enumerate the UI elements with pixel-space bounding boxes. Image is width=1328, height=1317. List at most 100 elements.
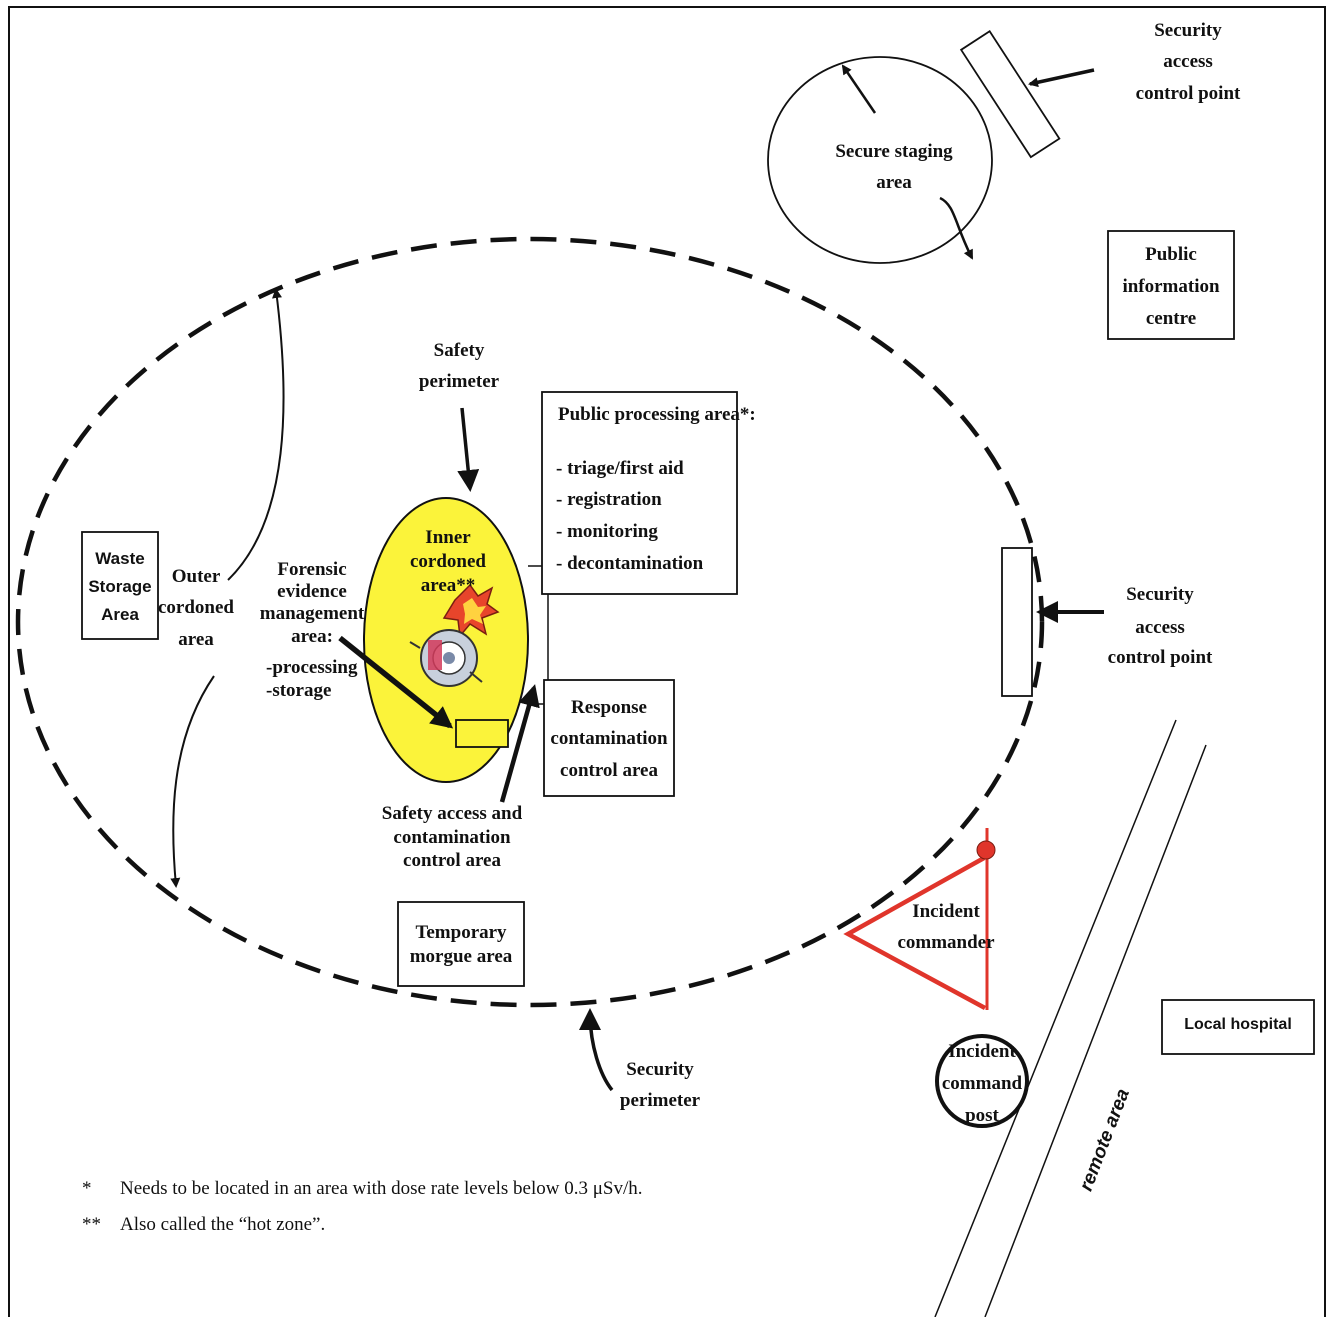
svg-text:access: access [1163,51,1213,72]
footnote-mark-1: * [82,1178,92,1199]
svg-text:Incident: Incident [912,901,980,922]
svg-text:Security: Security [1154,20,1222,41]
security-perimeter-label: Security perimeter [620,1059,701,1111]
svg-text:cordoned: cordoned [158,597,234,618]
svg-text:Secure staging: Secure staging [835,141,953,162]
svg-text:- decontamination: - decontamination [556,553,704,574]
commander-dot [976,840,996,860]
response-contamination-box [543,679,675,797]
safety-perimeter-arrow [457,407,480,492]
remote-area-label: remote area [1076,1086,1134,1195]
svg-text:Public: Public [1145,244,1197,265]
road-line-right [984,744,1207,1317]
svg-text:- monitoring: - monitoring [556,521,658,542]
public-information-label: Public information centre [1122,244,1220,329]
svg-text:management: management [260,603,365,624]
safety-access-arrow [499,684,540,803]
security-gate-right [1001,547,1033,697]
svg-text:-processing: -processing [266,657,358,678]
commander-triangle [843,856,987,1010]
footnote-mark-2: ** [82,1214,101,1235]
local-hospital-box [1161,999,1315,1055]
security-access-top-label: Security access control point [1136,20,1241,104]
footnote-text-1: Needs to be located in an area with dose… [120,1178,643,1199]
svg-text:Forensic: Forensic [277,559,346,580]
staging-arrow-up [841,64,877,114]
public-processing-label: Public processing area*: - triage/first … [556,404,756,574]
svg-text:control point: control point [1136,83,1241,104]
hazard-explosion-icon [409,583,500,687]
svg-text:information: information [1122,276,1220,297]
svg-text:command: command [942,1073,1023,1094]
safety-perimeter-label: Safety perimeter [419,340,500,392]
svg-text:post: post [965,1105,999,1126]
forensic-label: Forensic evidence management area: -proc… [260,559,365,701]
security-gate-top [959,30,1061,159]
secure-staging-label: Secure staging area [835,141,953,193]
svg-text:area: area [876,172,912,193]
svg-text:Public processing area*:: Public processing area*: [558,404,756,425]
svg-text:Incident: Incident [948,1041,1016,1062]
svg-text:morgue area: morgue area [410,946,513,967]
temporary-morgue-box [397,901,525,987]
svg-text:Safety: Safety [434,340,485,361]
svg-text:Temporary: Temporary [415,922,507,943]
waste-storage-box [81,531,159,640]
forensic-box [455,719,509,748]
forensic-arrow [338,635,454,729]
svg-text:commander: commander [897,932,995,953]
svg-text:perimeter: perimeter [620,1090,701,1111]
safety-access-label: Safety access and contamination control … [382,803,523,871]
inner-cordoned-label: Inner cordoned area** [410,527,486,596]
incident-command-post-circle [935,1034,1029,1128]
svg-text:Security: Security [626,1059,694,1080]
svg-text:access: access [1135,617,1185,638]
secure-staging-ellipse [767,56,993,264]
security-access-right-label: Security access control point [1108,584,1213,668]
svg-text:control point: control point [1108,647,1213,668]
svg-text:perimeter: perimeter [419,371,500,392]
security-perimeter-arrow [579,1008,614,1092]
svg-text:control area: control area [403,850,501,871]
response-contamination-label: Response contamination control area [550,697,668,781]
svg-text:Response: Response [571,697,647,718]
svg-text:Inner: Inner [425,527,471,548]
gate-top-arrow [1028,68,1095,88]
svg-text:area:: area: [291,626,333,647]
svg-text:evidence: evidence [277,581,347,602]
svg-text:area: area [178,629,214,650]
footnotes: * Needs to be located in an area with do… [82,1178,643,1235]
svg-text:centre: centre [1146,308,1196,329]
svg-text:area**: area** [421,575,476,596]
svg-text:contamination: contamination [550,728,668,749]
page-frame [8,6,1326,1317]
incident-command-post-label: Incident command post [942,1041,1023,1126]
svg-text:contamination: contamination [393,827,511,848]
svg-text:Outer: Outer [172,566,221,587]
svg-text:- registration: - registration [556,489,662,510]
svg-text:-storage: -storage [266,680,331,701]
public-processing-box [541,391,738,595]
svg-text:- triage/first aid: - triage/first aid [556,458,684,479]
local-hospital-label: Local hospital [1184,1016,1292,1033]
temporary-morgue-label: Temporary morgue area [410,922,513,967]
svg-text:control area: control area [560,760,658,781]
svg-text:Security: Security [1126,584,1194,605]
outer-cordon-arrow-up [227,288,285,581]
road-line-left [934,719,1177,1317]
svg-text:Safety access and: Safety access and [382,803,523,824]
svg-text:cordoned: cordoned [410,551,486,572]
svg-text:Area: Area [101,605,139,624]
footnote-text-2: Also called the “hot zone”. [120,1214,325,1235]
security-perimeter-ellipse [15,236,1045,1008]
public-information-box [1107,230,1235,340]
waste-storage-label: Waste Storage Area [88,549,151,624]
staging-arrow-down [939,196,974,260]
incident-commander-label: Incident commander [897,901,995,953]
svg-text:Storage: Storage [88,577,151,596]
outer-cordon-arrow-down [170,675,215,888]
svg-text:Waste: Waste [95,549,144,568]
outer-cordoned-label: Outer cordoned area [158,566,234,650]
